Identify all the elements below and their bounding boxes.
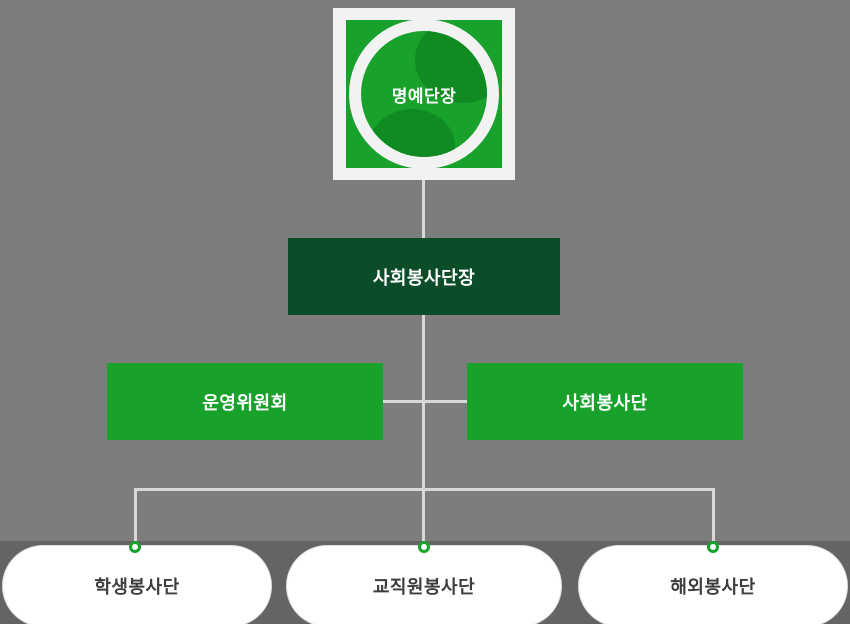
node-label-staff-volunteers: 교직원봉사단 <box>372 577 476 597</box>
connector-dot-team-3 <box>707 541 719 553</box>
node-service-corps: 사회봉사단 <box>467 363 743 440</box>
node-label-service-corps: 사회봉사단 <box>562 392 648 413</box>
connector-drop-team-1 <box>134 488 137 544</box>
connector-committees-horizontal <box>383 400 467 403</box>
node-overseas-volunteers: 해외봉사단 <box>578 545 848 624</box>
connector-dot-team-2 <box>418 541 430 553</box>
node-label-overseas-volunteers: 해외봉사단 <box>670 577 756 597</box>
node-staff-volunteers: 교직원봉사단 <box>286 545 562 624</box>
node-label-student-volunteers: 학생봉사단 <box>94 577 180 597</box>
node-honorary-chief: 명예단장 <box>333 8 515 180</box>
connector-dot-team-1 <box>129 541 141 553</box>
node-student-volunteers: 학생봉사단 <box>2 545 272 624</box>
node-label-honorary-chief: 명예단장 <box>391 86 457 106</box>
node-label-steering-committee: 운영위원회 <box>202 392 288 413</box>
globe-icon <box>361 31 487 157</box>
connector-drop-team-3 <box>712 488 715 544</box>
connector-root-to-director <box>422 180 425 238</box>
connector-director-to-teams <box>422 315 425 544</box>
node-label-director: 사회봉사단장 <box>372 267 476 288</box>
node-steering-committee: 운영위원회 <box>107 363 383 440</box>
node-director: 사회봉사단장 <box>288 238 560 315</box>
connector-teams-horizontal <box>134 488 715 491</box>
